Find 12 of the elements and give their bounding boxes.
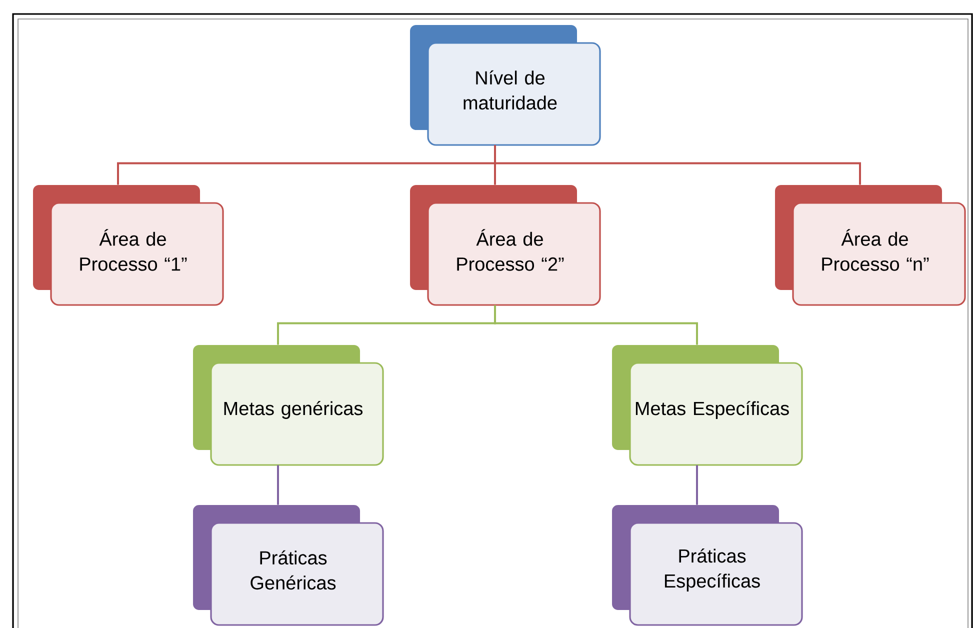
org-chart-box: Área de Processo “n” [775, 185, 966, 306]
org-chart-box: Metas Específicas [612, 345, 803, 466]
connector-line [494, 145, 861, 185]
org-chart-box: Nível de maturidade [410, 25, 601, 146]
connector-line [277, 465, 279, 505]
connector-line [696, 465, 698, 505]
org-chart-box: Práticas Específicas [612, 505, 803, 626]
org-chart-box: Metas genéricas [193, 345, 384, 466]
connector-line [494, 305, 698, 345]
org-chart-box: Práticas Genéricas [193, 505, 384, 626]
org-chart-box: Área de Processo “1” [33, 185, 224, 306]
org-chart-box: Área de Processo “2” [410, 185, 601, 306]
